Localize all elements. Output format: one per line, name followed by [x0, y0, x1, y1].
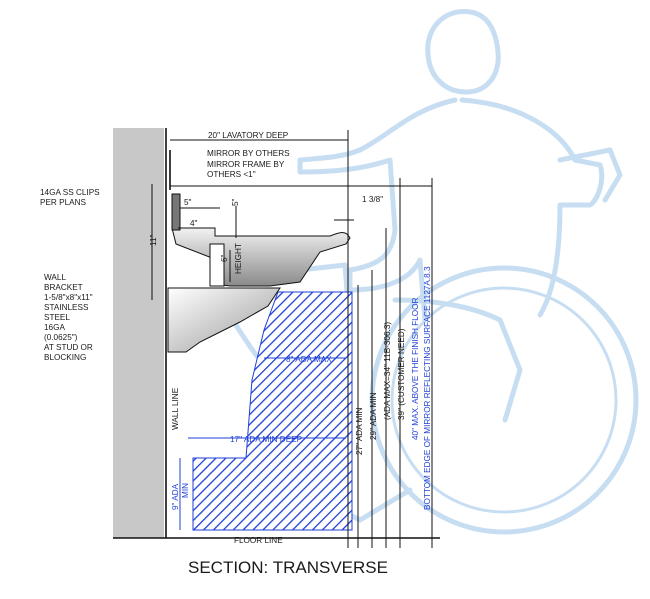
label-mirror-by-others: MIRROR BY OTHERS — [207, 149, 290, 158]
label-39-customer: 39" (CUSTOMER NEED) — [397, 328, 406, 420]
label-ada-9-min: MIN — [181, 483, 190, 498]
figure-arm — [297, 97, 458, 323]
label-29-ada-min: 29" ADA MIN — [369, 392, 378, 440]
figure-lap — [392, 297, 523, 423]
label-wall-line: WALL LINE — [171, 387, 180, 430]
label-dim-5b: 5" — [231, 198, 240, 206]
label-clips-2: PER PLANS — [40, 198, 86, 207]
figure-back — [459, 97, 605, 318]
label-bracket-6: 16GA — [44, 323, 65, 332]
wall-bracket — [167, 287, 281, 353]
figure-head — [425, 9, 501, 95]
label-40-max: 40" MAX. ABOVE THE FINISH FLOOR — [411, 297, 420, 440]
wall — [113, 128, 164, 538]
label-ada-max: 8" ADA MAX — [286, 355, 332, 364]
label-dim-6: 6" — [220, 254, 229, 262]
label-ada-9: 9" ADA — [171, 483, 180, 510]
label-dim-11: 11" — [149, 235, 158, 246]
label-mirror-frame-2: OTHERS <1" — [207, 170, 256, 179]
label-bracket-9: BLOCKING — [44, 353, 86, 362]
label-bracket-8: AT STUD OR — [44, 343, 93, 352]
ada-knee-clearance-zone — [192, 291, 353, 531]
label-ada-max-34: (ADA MAX=34" 11B-306.3) — [383, 322, 392, 420]
label-floor-line: FLOOR LINE — [234, 536, 283, 545]
label-clips-1: 14GA SS CLIPS — [40, 188, 100, 197]
label-dim-1-3-8: 1 3/8" — [362, 195, 383, 204]
label-mirror-bottom-edge: BOTTOM EDGE OF MIRROR REFLECTING SURFACE… — [423, 266, 432, 510]
label-mirror-frame-1: MIRROR FRAME BY — [207, 160, 285, 169]
dimension-lines — [151, 130, 433, 548]
label-lavatory-deep: 20" LAVATORY DEEP — [208, 131, 289, 140]
chair-handle — [557, 147, 623, 203]
section-title: SECTION: TRANSVERSE — [188, 558, 388, 577]
label-bracket-2: BRACKET — [44, 283, 83, 292]
lavatory-basin — [171, 193, 351, 287]
label-bracket-5: STEEL — [44, 313, 70, 322]
label-bracket-1: WALL — [44, 273, 66, 282]
label-bracket-3: 1-5/8"x8"x11" — [44, 293, 93, 302]
wheel-inner-circle — [390, 286, 618, 514]
label-height: HEIGHT — [234, 243, 243, 274]
label-dim-5a: 5" — [184, 198, 192, 207]
label-bracket-7: (0.0625") — [44, 333, 78, 342]
label-ada-min-deep: 17" ADA MIN DEEP — [230, 435, 303, 444]
label-bracket-4: STAINLESS — [44, 303, 89, 312]
label-27-ada-min: 27" ADA MIN — [355, 407, 364, 455]
label-dim-4: 4" — [190, 219, 198, 228]
